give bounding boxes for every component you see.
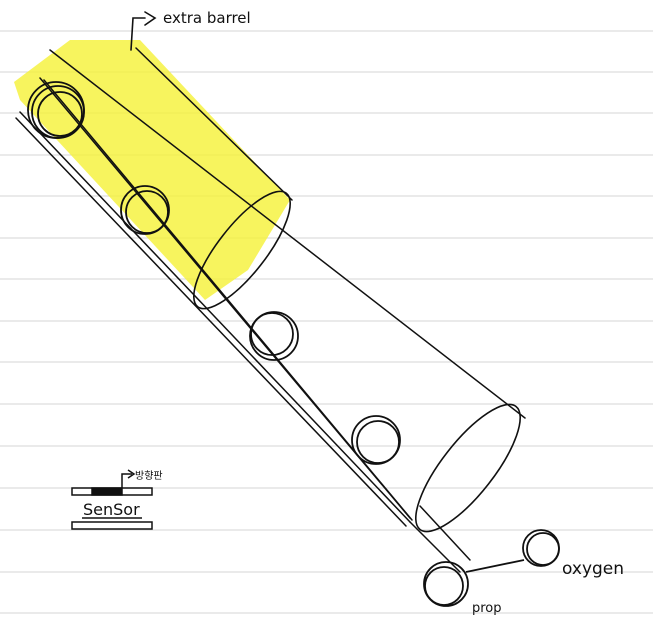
extra-barrel-label: extra barrel <box>163 9 251 27</box>
sensor-note-label: 방향판 <box>135 470 163 482</box>
oxygen-label: oxygen <box>562 559 624 579</box>
sensor-bottom-plate <box>72 522 152 529</box>
oxygen-prop-assembly <box>424 530 559 606</box>
sensor-label: SenSor <box>83 500 140 519</box>
sensor-dark-bar <box>92 488 122 495</box>
prop-label: prop <box>472 601 502 616</box>
